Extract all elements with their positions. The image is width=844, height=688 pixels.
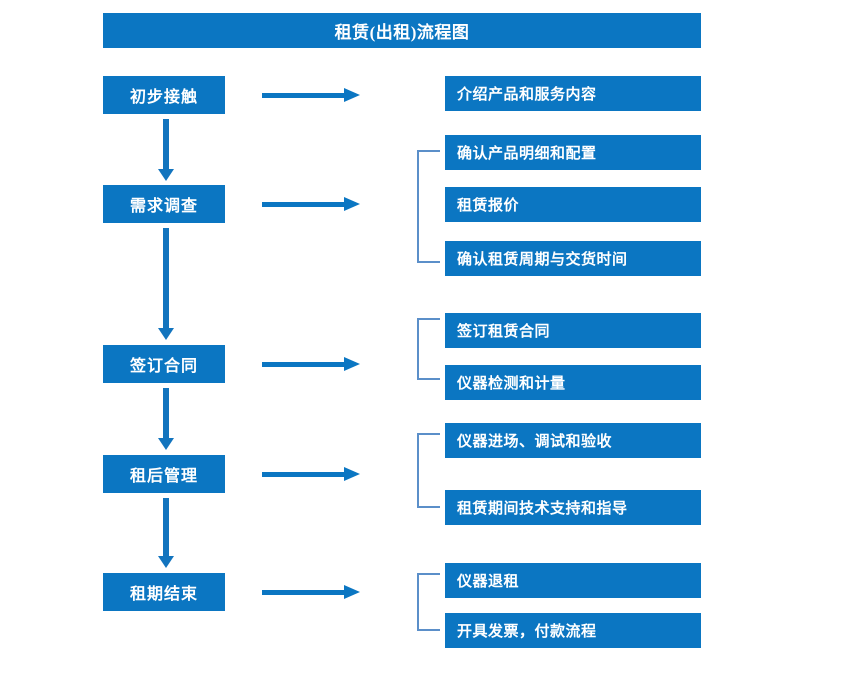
detail-box-7[interactable]: 仪器进场、调试和验收 [445,423,701,458]
vertical-arrow-3 [158,388,174,450]
group-bracket-rent-end [417,573,440,631]
arrow-shaft [262,590,346,595]
arrow-shaft [262,472,346,477]
arrow-head [344,585,360,599]
group-bracket-after-rent [417,433,440,508]
vertical-arrow-2 [158,228,174,340]
arrow-head [158,438,174,450]
arrow-shaft [262,202,346,207]
arrow-shaft [163,498,169,557]
stage-box-4[interactable]: 租后管理 [103,455,225,493]
horizontal-arrow-5 [262,585,360,599]
detail-box-4[interactable]: 确认租赁周期与交货时间 [445,241,701,276]
horizontal-arrow-3 [262,357,360,371]
stage-box-5[interactable]: 租期结束 [103,573,225,611]
arrow-head [158,169,174,181]
detail-box-6[interactable]: 仪器检测和计量 [445,365,701,400]
flowchart-title: 租赁(出租)流程图 [103,13,701,48]
group-bracket-needs-survey [417,150,440,263]
detail-box-5[interactable]: 签订租赁合同 [445,313,701,348]
arrow-head [344,197,360,211]
horizontal-arrow-2 [262,197,360,211]
arrow-shaft [163,388,169,439]
arrow-head [344,467,360,481]
detail-box-3[interactable]: 租赁报价 [445,187,701,222]
stage-box-1[interactable]: 初步接触 [103,76,225,114]
stage-box-2[interactable]: 需求调查 [103,185,225,223]
group-bracket-contract [417,318,440,380]
vertical-arrow-1 [158,119,174,181]
arrow-head [158,556,174,568]
arrow-head [344,357,360,371]
arrow-head [344,88,360,102]
arrow-head [158,328,174,340]
stage-box-3[interactable]: 签订合同 [103,345,225,383]
detail-box-2[interactable]: 确认产品明细和配置 [445,135,701,170]
arrow-shaft [163,119,169,170]
horizontal-arrow-4 [262,467,360,481]
horizontal-arrow-1 [262,88,360,102]
arrow-shaft [262,93,346,98]
detail-box-1[interactable]: 介绍产品和服务内容 [445,76,701,111]
detail-box-8[interactable]: 租赁期间技术支持和指导 [445,490,701,525]
detail-box-9[interactable]: 仪器退租 [445,563,701,598]
arrow-shaft [163,228,169,329]
detail-box-10[interactable]: 开具发票，付款流程 [445,613,701,648]
arrow-shaft [262,362,346,367]
vertical-arrow-4 [158,498,174,568]
